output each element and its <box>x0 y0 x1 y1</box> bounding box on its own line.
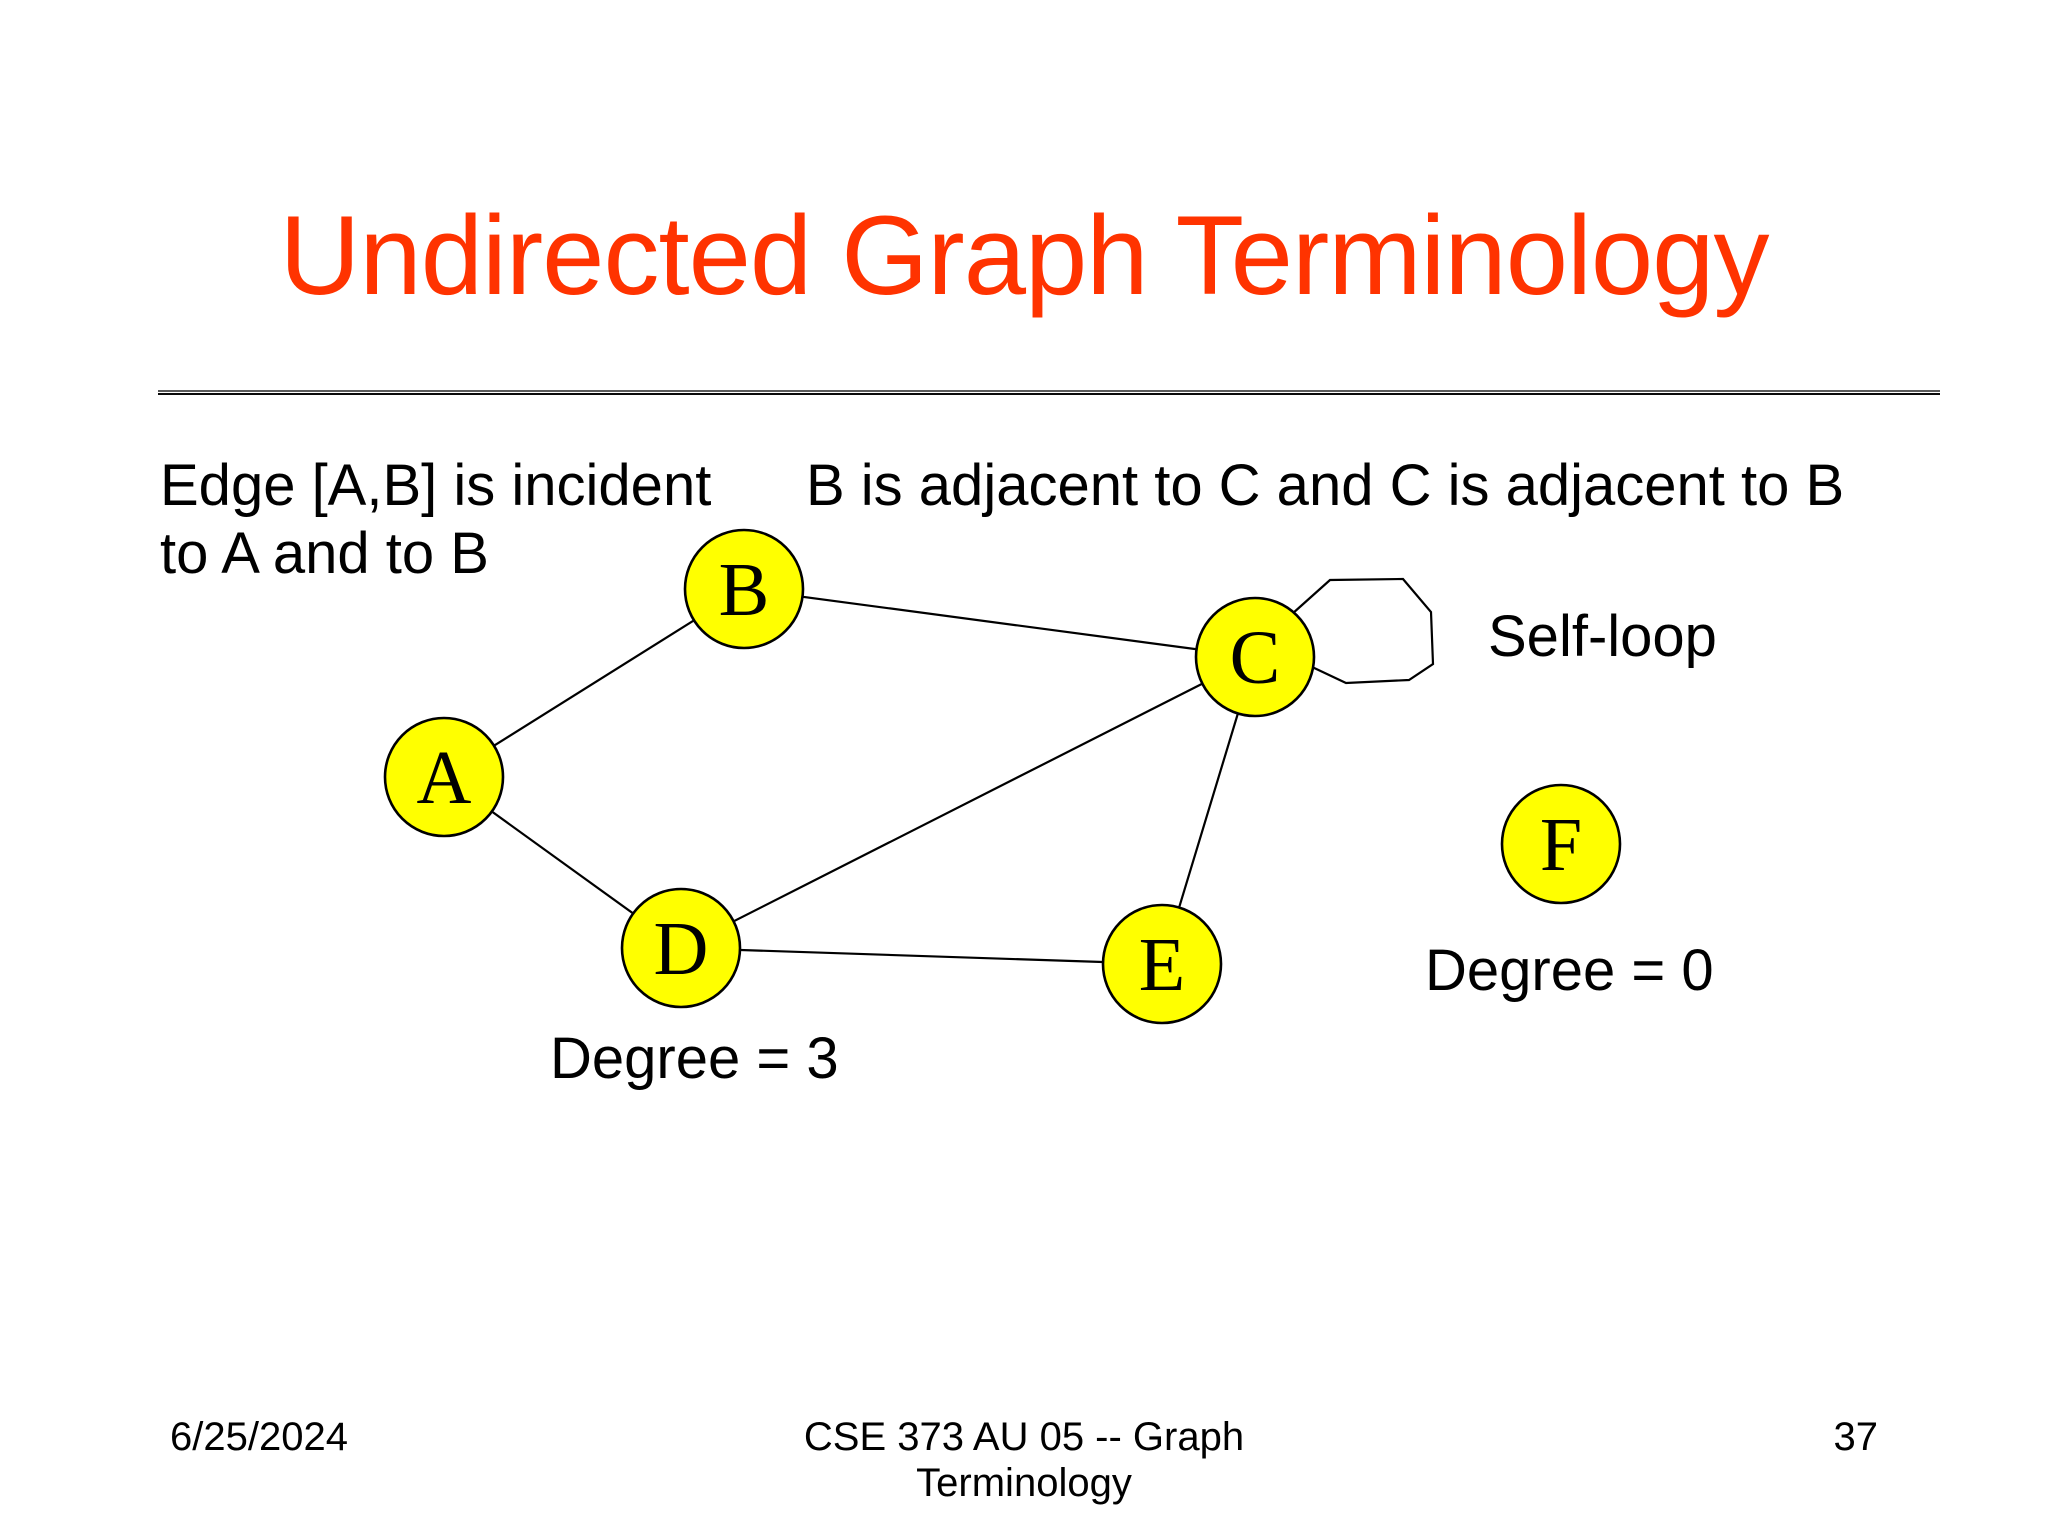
edge-B-C <box>743 587 1256 659</box>
degree-3-label: Degree = 3 <box>550 1026 839 1091</box>
incident-note-line-2: to A and to B <box>160 521 489 586</box>
node-F <box>1500 783 1622 905</box>
node-label-C: C <box>1230 616 1281 700</box>
node-A <box>383 716 505 838</box>
node-E <box>1101 903 1223 1025</box>
adjacency-note: B is adjacent to C and C is adjacent to … <box>806 453 1845 518</box>
page-title: Undirected Graph Terminology <box>279 193 1770 318</box>
title-divider <box>158 390 1940 395</box>
node-B <box>683 528 805 650</box>
edge-D-E <box>680 946 1163 966</box>
footer-page-number: 37 <box>1833 1415 1879 1459</box>
footer-course-line-1: CSE 373 AU 05 -- Graph <box>803 1415 1245 1459</box>
node-label-B: B <box>719 548 770 632</box>
node-C <box>1194 596 1316 718</box>
incident-note: Edge [A,B] is incident to A and to B <box>160 452 711 588</box>
footer-course-line-2: Terminology <box>916 1461 1132 1505</box>
node-D <box>620 887 742 1009</box>
self-loop-label: Self-loop <box>1488 604 1717 669</box>
footer-course: CSE 373 AU 05 -- Graph Terminology <box>804 1414 1244 1506</box>
edge-D-C <box>680 656 1256 949</box>
node-label-A: A <box>417 736 472 820</box>
node-label-F: F <box>1540 803 1582 887</box>
degree-0-label: Degree = 0 <box>1425 938 1714 1003</box>
self-loop-edge <box>1291 577 1435 685</box>
footer-date: 6/25/2024 <box>170 1415 348 1459</box>
incident-note-line-1: Edge [A,B] is incident <box>160 453 712 518</box>
node-label-D: D <box>654 907 709 991</box>
node-label-E: E <box>1139 923 1185 1007</box>
footer: 6/25/2024 CSE 373 AU 05 -- Graph Termino… <box>0 1414 2048 1506</box>
